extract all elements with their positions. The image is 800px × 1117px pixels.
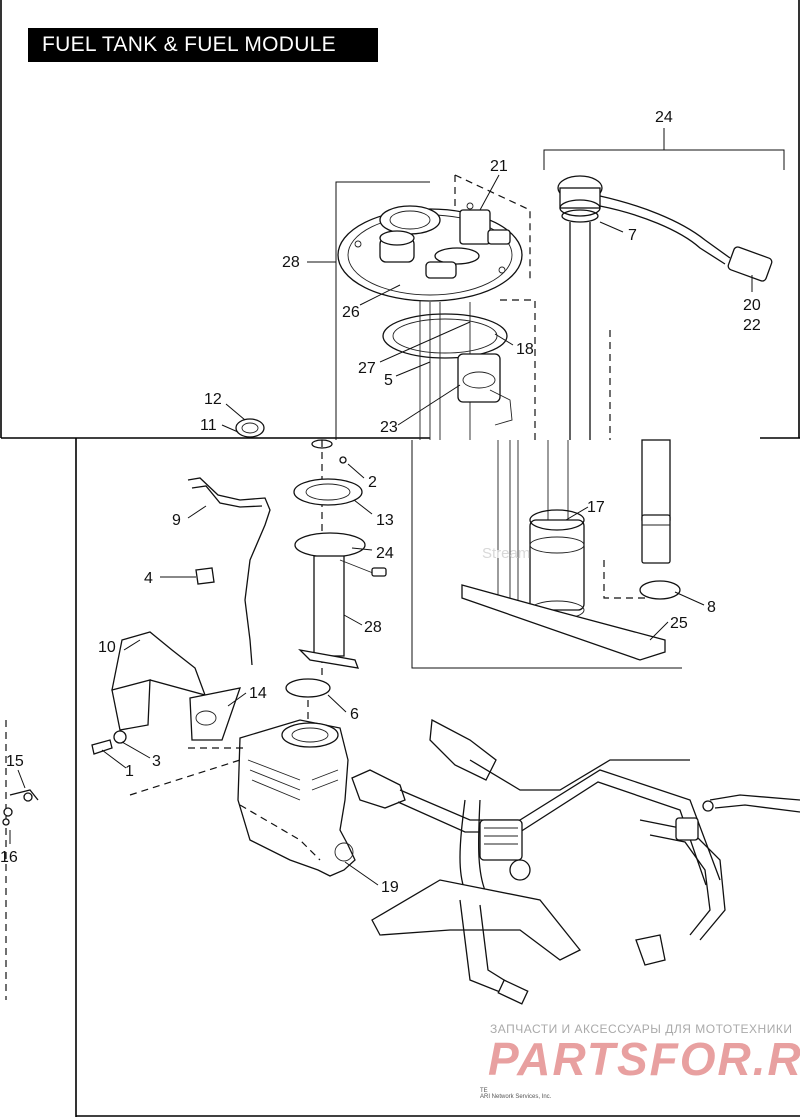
faint-watermark-text: Stream xyxy=(482,545,530,562)
callout-16: 16 xyxy=(0,849,18,866)
copyright-line-2: ARI Network Services, Inc. xyxy=(480,1094,552,1100)
callout-13: 13 xyxy=(376,512,394,529)
copyright-line-1: TE xyxy=(480,1088,488,1094)
diagram-title: FUEL TANK & FUEL MODULE xyxy=(28,28,378,62)
callout-26: 26 xyxy=(342,304,360,321)
callout-3: 3 xyxy=(152,753,161,770)
fuel-tank xyxy=(237,719,356,877)
group-brackets xyxy=(307,128,785,440)
callout-17: 17 xyxy=(587,499,605,516)
callout-24-top: 24 xyxy=(655,109,673,126)
callout-10: 10 xyxy=(98,639,116,656)
motorcycle-frame xyxy=(2,718,800,1005)
callout-2: 2 xyxy=(368,474,377,491)
inset-box xyxy=(411,439,682,669)
callout-28-mid: 28 xyxy=(364,619,382,636)
callout-19: 19 xyxy=(381,879,399,896)
callout-labels: 21 24 28 7 26 20 22 18 27 5 12 11 23 2 9… xyxy=(0,109,761,896)
explosion-lines-left xyxy=(5,720,321,1000)
small-parts-left xyxy=(91,418,271,755)
watermark-brand: PARTSFOR.RU xyxy=(488,1033,800,1085)
callout-27: 27 xyxy=(358,360,376,377)
callout-20: 20 xyxy=(743,297,761,314)
module-internal xyxy=(382,300,513,440)
callout-9: 9 xyxy=(172,512,181,529)
callout-5: 5 xyxy=(384,372,393,389)
callout-4: 4 xyxy=(144,570,153,587)
callout-23: 23 xyxy=(380,419,398,436)
callout-1: 1 xyxy=(125,763,134,780)
leader-lines xyxy=(9,174,753,886)
callout-18: 18 xyxy=(516,341,534,358)
explosion-lines-top xyxy=(454,174,536,440)
callout-12: 12 xyxy=(204,391,222,408)
callout-28-top: 28 xyxy=(282,254,300,271)
level-sender xyxy=(557,175,773,440)
callout-22: 22 xyxy=(743,317,761,334)
fuel-module-flange xyxy=(337,202,523,302)
callout-25: 25 xyxy=(670,615,688,632)
small-parts-center xyxy=(285,439,387,740)
callout-11: 11 xyxy=(200,417,217,434)
watermark-subtitle: ЗАПЧАСТИ И АКСЕССУАРЫ ДЛЯ МОТОТЕХНИКИ xyxy=(490,1022,793,1036)
callout-8: 8 xyxy=(707,599,716,616)
callout-7: 7 xyxy=(628,227,637,244)
copyright-note: TE ARI Network Services, Inc. xyxy=(480,1088,551,1100)
callout-24-mid: 24 xyxy=(376,545,394,562)
callout-14: 14 xyxy=(249,685,267,702)
callout-21: 21 xyxy=(490,158,508,175)
callout-6: 6 xyxy=(350,706,359,723)
callout-15: 15 xyxy=(6,753,24,770)
